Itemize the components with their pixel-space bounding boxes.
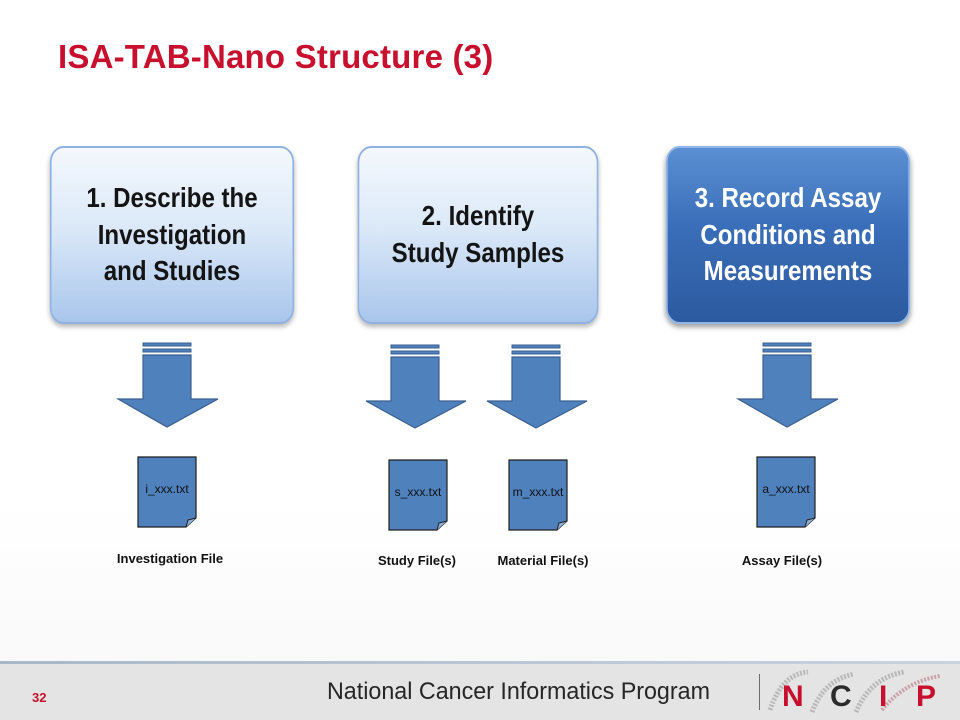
- file-name: a_xxx.txt: [762, 482, 810, 496]
- step-identify-samples: 2. Identify Study Samples: [357, 146, 599, 324]
- logo-letter: P: [916, 680, 936, 713]
- step-label: 2. Identify Study Samples: [391, 200, 565, 268]
- assay-file: a_xxx.txt: [756, 456, 816, 528]
- assay-file-caption: Assay File(s): [741, 553, 823, 568]
- file-name: i_xxx.txt: [145, 482, 189, 496]
- logo-letter: I: [879, 680, 887, 713]
- investigation-file-caption: Investigation File: [116, 551, 224, 566]
- footer-divider-line: [0, 661, 960, 664]
- logo-letter: C: [830, 680, 852, 713]
- step-label: 1. Describe the Investigation and Studie…: [86, 181, 258, 287]
- document-icon: [756, 456, 816, 528]
- logo-letter: N: [782, 680, 804, 713]
- file-name: s_xxx.txt: [394, 485, 442, 499]
- ncip-logo-icon: N C I P: [767, 669, 941, 713]
- slide-title: ISA-TAB-Nano Structure (3): [58, 38, 494, 75]
- material-file: m_xxx.txt: [508, 459, 568, 531]
- material-file-caption: Material File(s): [497, 553, 589, 568]
- document-icon: [137, 456, 197, 528]
- study-file-caption: Study File(s): [377, 553, 456, 568]
- investigation-file: i_xxx.txt: [137, 456, 197, 528]
- down-arrow-icon: [736, 342, 839, 428]
- step-label: 3. Record Assay Conditions and Measureme…: [694, 181, 882, 287]
- document-icon: [508, 459, 568, 531]
- program-name: National Cancer Informatics Program: [327, 678, 710, 705]
- study-file: s_xxx.txt: [388, 459, 448, 531]
- document-icon: [388, 459, 448, 531]
- page-number: 32: [32, 690, 47, 705]
- down-arrow-icon: [486, 344, 588, 429]
- step-record-assay: 3. Record Assay Conditions and Measureme…: [665, 146, 911, 324]
- step-describe-investigation: 1. Describe the Investigation and Studie…: [49, 146, 295, 324]
- file-name: m_xxx.txt: [512, 485, 564, 499]
- footer-separator: [759, 674, 760, 710]
- down-arrow-icon: [365, 344, 467, 429]
- down-arrow-icon: [116, 342, 219, 428]
